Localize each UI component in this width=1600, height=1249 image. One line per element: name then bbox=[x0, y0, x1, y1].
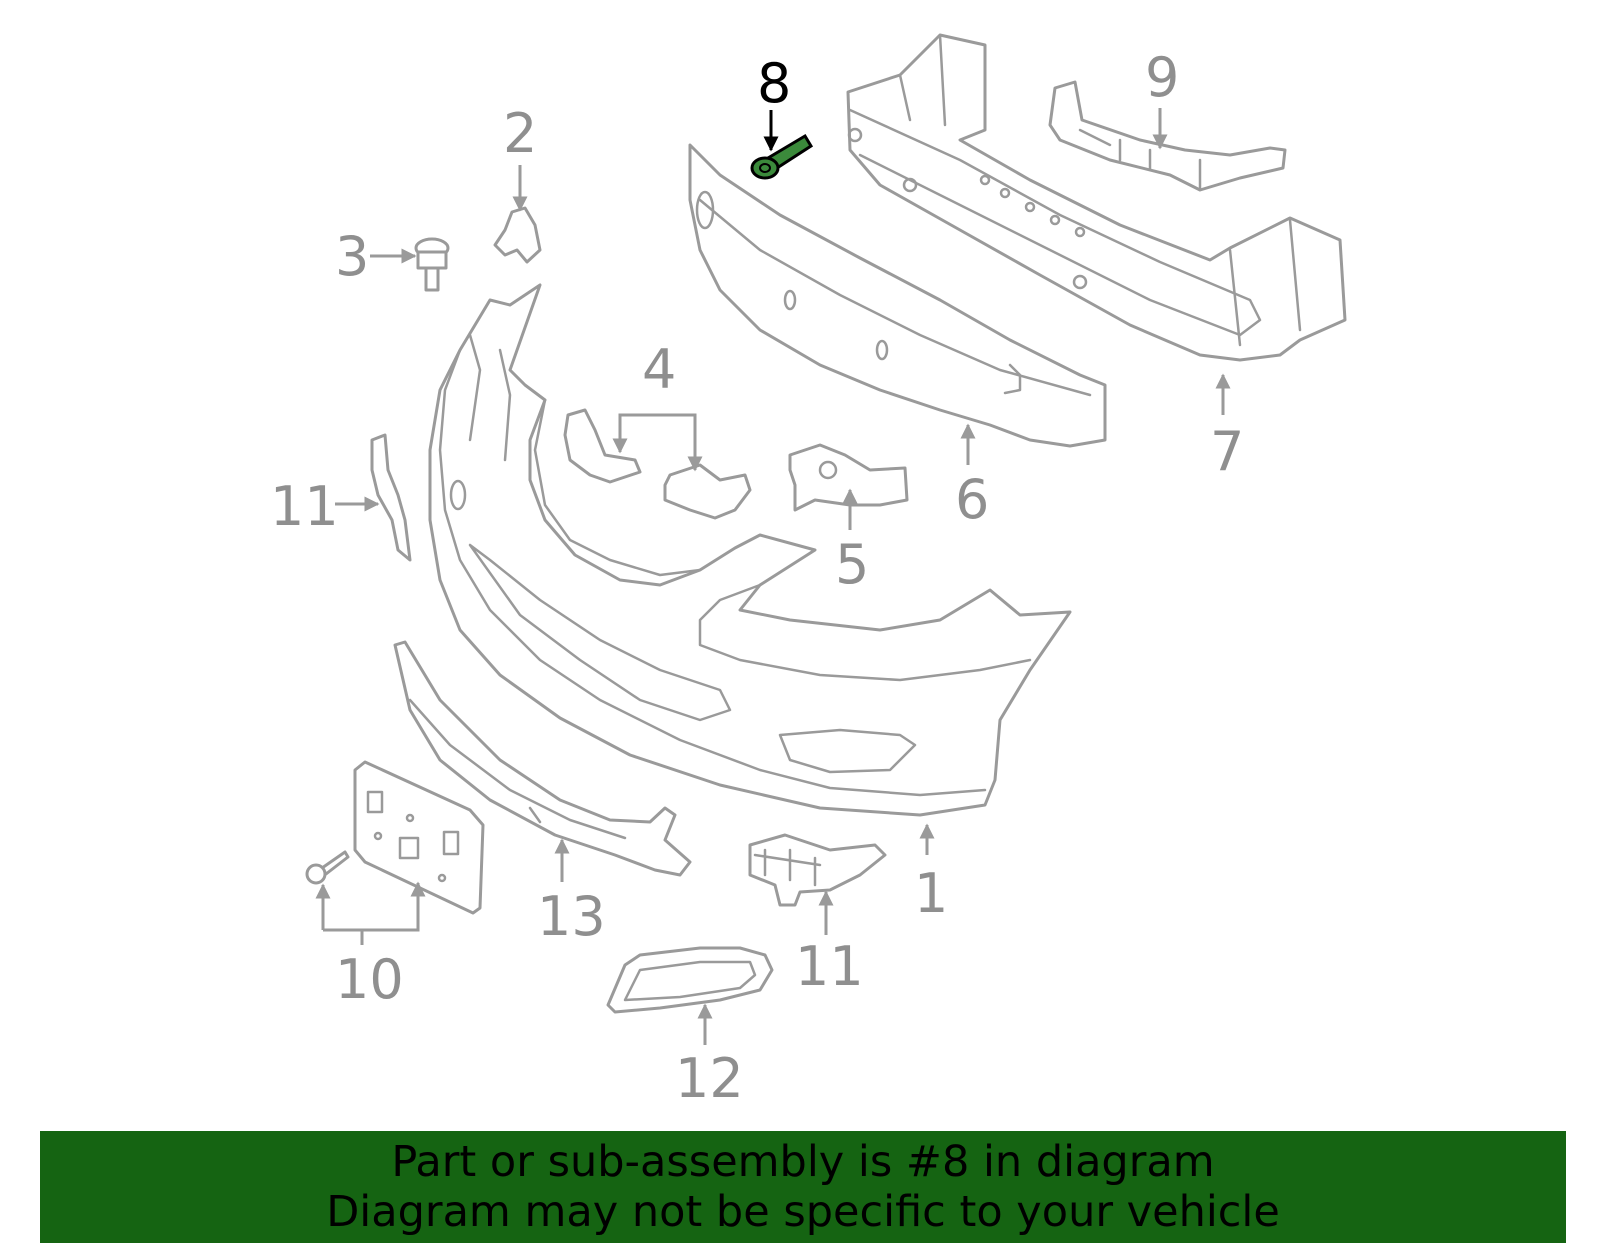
center-bracket-part[interactable] bbox=[788, 443, 909, 512]
fog-lamp-bezel-part[interactable] bbox=[606, 946, 774, 1014]
callout-8-selected: 8 bbox=[757, 52, 791, 115]
callout-2: 2 bbox=[503, 102, 537, 165]
callout-12: 12 bbox=[675, 1047, 744, 1110]
banner-line-1: Part or sub-assembly is #8 in diagram bbox=[391, 1137, 1215, 1187]
bumper-reinforcement-part[interactable] bbox=[846, 33, 1347, 362]
clip-part[interactable] bbox=[493, 206, 542, 264]
energy-absorber-part[interactable] bbox=[688, 143, 1107, 448]
upper-bracket-part[interactable] bbox=[1048, 80, 1287, 192]
info-banner: Part or sub-assembly is #8 in diagram Di… bbox=[40, 1131, 1566, 1243]
push-pin-part[interactable] bbox=[414, 237, 450, 292]
callout-11-right: 11 bbox=[795, 935, 864, 998]
callout-13: 13 bbox=[537, 885, 606, 948]
left-side-bracket-part[interactable] bbox=[370, 433, 412, 562]
right-lower-bracket-part[interactable] bbox=[748, 833, 887, 907]
side-bracket-pair-part[interactable] bbox=[563, 408, 752, 520]
callout-3: 3 bbox=[335, 225, 369, 288]
callout-4: 4 bbox=[642, 338, 676, 401]
callout-labels: 1 2 3 4 5 6 7 8 9 10 11 11 12 13 bbox=[270, 46, 1244, 1110]
banner-line-2: Diagram may not be specific to your vehi… bbox=[326, 1187, 1280, 1237]
license-bracket-screw-part[interactable] bbox=[305, 850, 350, 885]
callout-9: 9 bbox=[1145, 46, 1179, 109]
callout-7: 7 bbox=[1210, 420, 1244, 483]
bumper-cover-part[interactable] bbox=[428, 283, 1072, 817]
callout-6: 6 bbox=[955, 468, 989, 531]
selected-bolt-part[interactable] bbox=[750, 133, 814, 180]
callout-5: 5 bbox=[835, 533, 869, 596]
license-plate-bracket-part[interactable] bbox=[353, 760, 485, 915]
callout-1: 1 bbox=[914, 862, 948, 925]
callout-10: 10 bbox=[335, 948, 404, 1011]
callout-11-left: 11 bbox=[270, 475, 339, 538]
lower-grille-strip-part[interactable] bbox=[393, 640, 692, 877]
leader-lines bbox=[315, 108, 1231, 1045]
